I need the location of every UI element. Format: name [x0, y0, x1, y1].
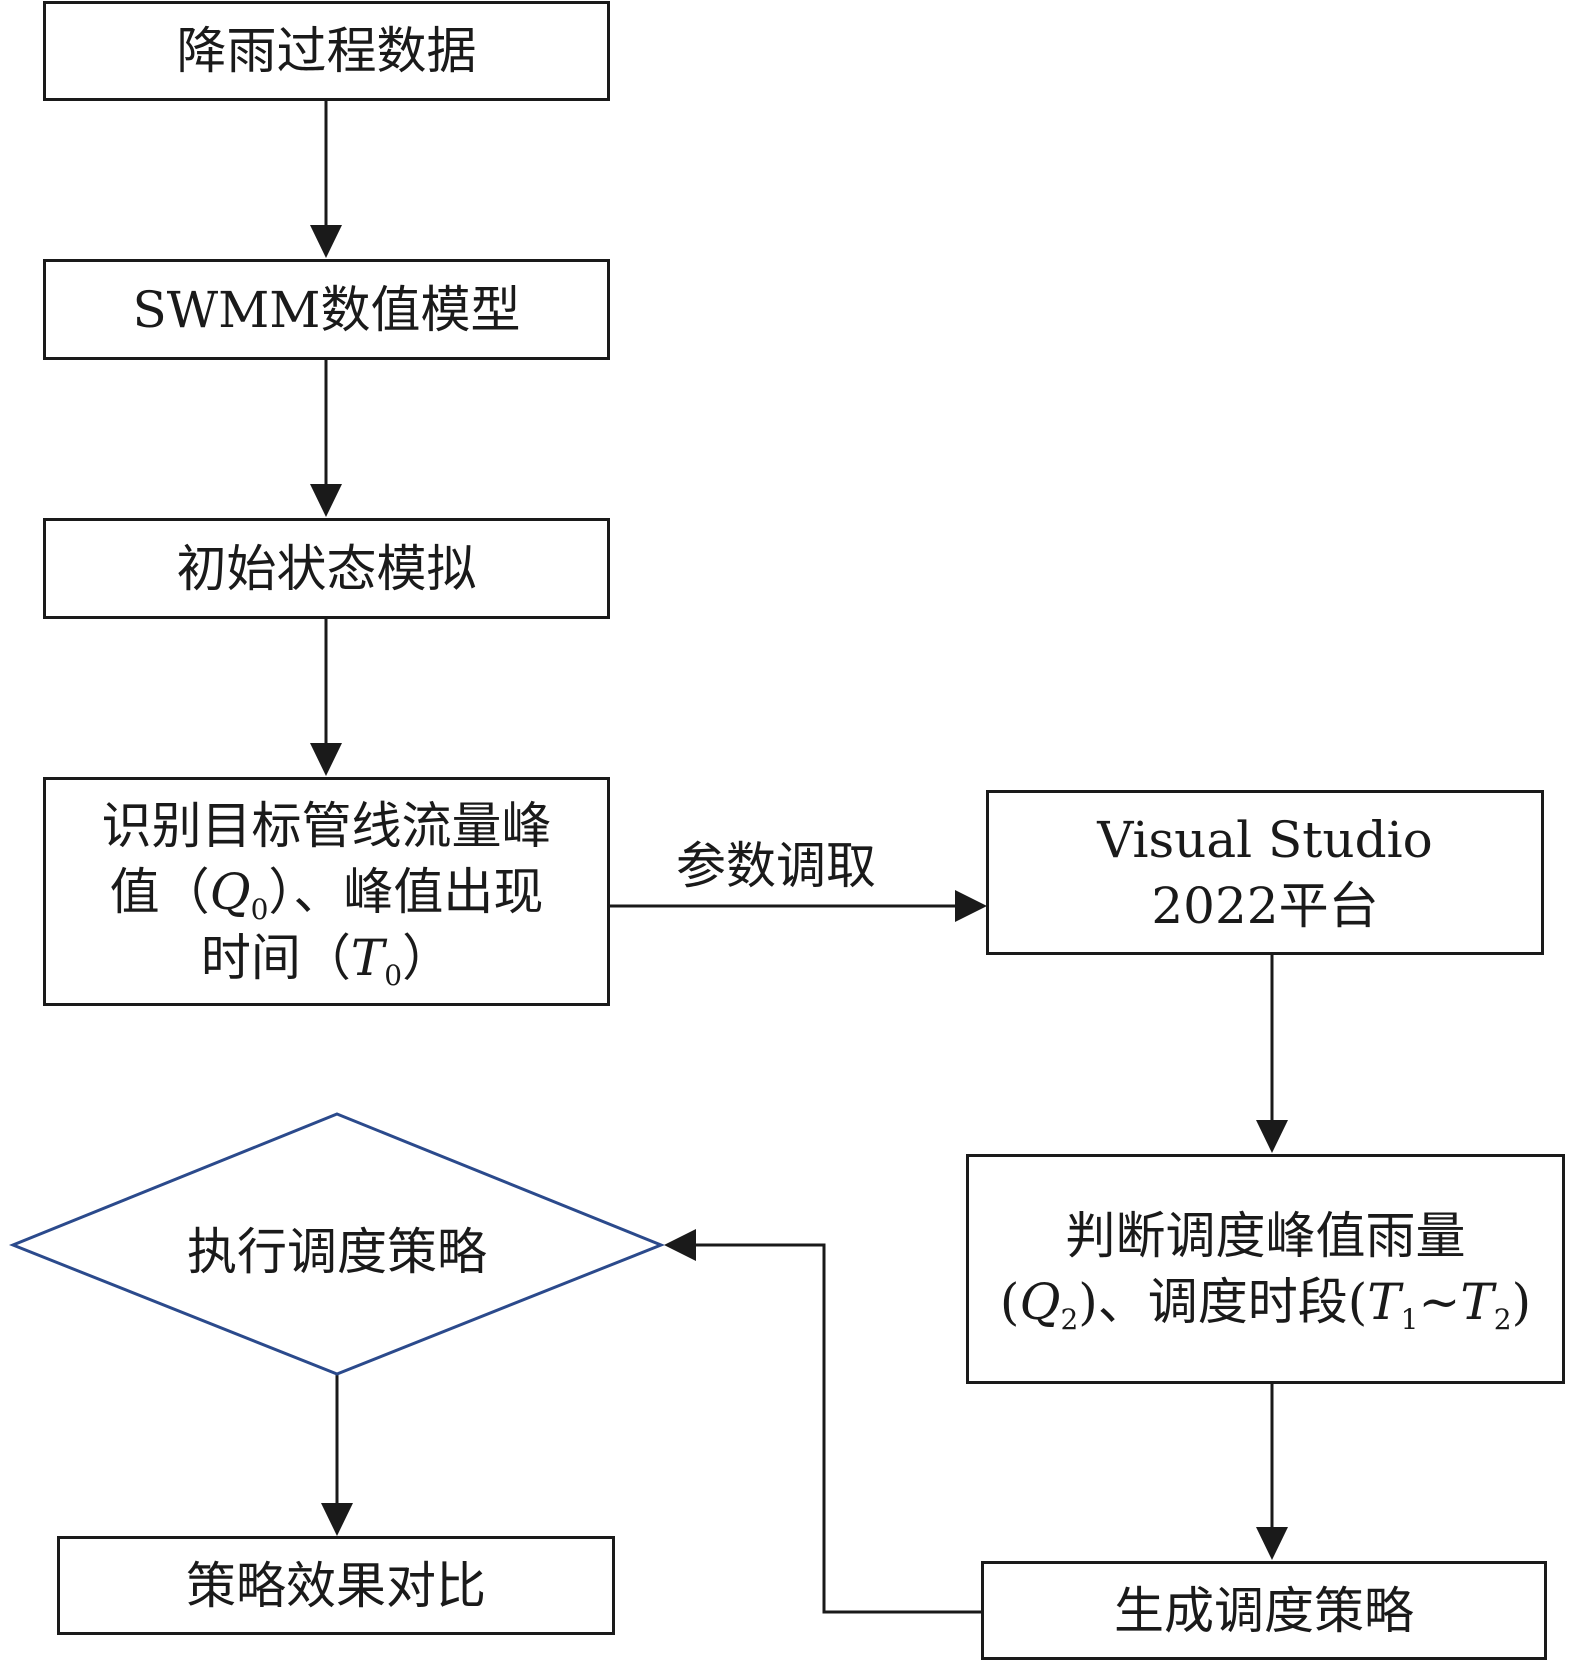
judge-line-1: 判断调度峰值雨量: [1065, 1207, 1466, 1265]
node-vs-platform: Visual Studio 2022平台: [986, 790, 1544, 955]
node-judge: 判断调度峰值雨量 (Q2)、调度时段(T1~T2): [966, 1154, 1565, 1384]
node-execute-label: 执行调度策略: [187, 1223, 487, 1281]
node-compare: 策略效果对比: [57, 1536, 615, 1635]
arrowhead-vs-to-judge: [1256, 1120, 1288, 1153]
node-initial-sim-label: 初始状态模拟: [176, 539, 477, 598]
identify-q-sub: 0: [250, 892, 269, 926]
identify-line-3: 时间（T0）: [201, 925, 452, 991]
identify-line-1: 识别目标管线流量峰: [101, 796, 552, 855]
judge-line-2: (Q2)、调度时段(T1~T2): [1000, 1269, 1531, 1335]
identify-line-2-b: ）、峰值出现: [268, 862, 544, 921]
node-initial-sim: 初始状态模拟: [43, 518, 610, 619]
arrowhead-judge-to-generate: [1256, 1527, 1288, 1560]
decision-diamond-execute: [8, 1112, 666, 1376]
judge-t2-var: T: [1460, 1273, 1494, 1331]
node-generate-label: 生成调度策略: [1114, 1581, 1414, 1640]
arrowhead-swmm-to-initial: [310, 484, 342, 517]
judge-t1-var: T: [1367, 1273, 1401, 1331]
identify-t-var: T: [350, 928, 385, 987]
arrowhead-generate-to-execute: [664, 1229, 696, 1261]
identify-line-3-b: ）: [402, 928, 453, 987]
judge-q-sub: 2: [1060, 1303, 1079, 1336]
identify-line-2: 值（Q0）、峰值出现: [110, 859, 544, 925]
judge-t1-sub: 1: [1400, 1303, 1419, 1336]
identify-line-3-a: 时间（: [200, 928, 351, 987]
vs-line-1: Visual Studio: [1097, 810, 1433, 869]
node-identify-peak: 识别目标管线流量峰 值（Q0）、峰值出现 时间（T0）: [43, 777, 610, 1006]
node-swmm-model: SWMM数值模型: [43, 259, 610, 360]
judge-line-2-a: (: [999, 1273, 1020, 1331]
node-rain-data-label: 降雨过程数据: [176, 22, 477, 80]
judge-line-2-b: )、调度时段(: [1078, 1273, 1368, 1331]
judge-tilde: ~: [1418, 1273, 1461, 1331]
arrowhead-identify-to-vs: [955, 890, 987, 922]
arrowhead-initial-to-identify: [310, 743, 342, 776]
node-generate: 生成调度策略: [981, 1561, 1547, 1660]
node-compare-label: 策略效果对比: [186, 1556, 486, 1615]
identify-t-sub: 0: [384, 958, 403, 992]
edge-generate-to-execute: [696, 1243, 982, 1614]
arrowhead-rain-to-swmm: [310, 225, 342, 258]
judge-t2-sub: 2: [1493, 1303, 1512, 1336]
identify-q-var: Q: [209, 862, 251, 921]
identify-line-2-a: 值（: [109, 862, 210, 921]
judge-q-var: Q: [1019, 1273, 1061, 1331]
node-rain-data: 降雨过程数据: [43, 1, 610, 101]
vs-line-2: 2022平台: [1151, 876, 1379, 935]
arrowhead-execute-to-compare: [321, 1503, 353, 1536]
node-swmm-model-label: SWMM数值模型: [132, 280, 521, 339]
judge-line-2-c: ): [1511, 1273, 1532, 1331]
edge-label-param: 参数调取: [676, 837, 876, 895]
